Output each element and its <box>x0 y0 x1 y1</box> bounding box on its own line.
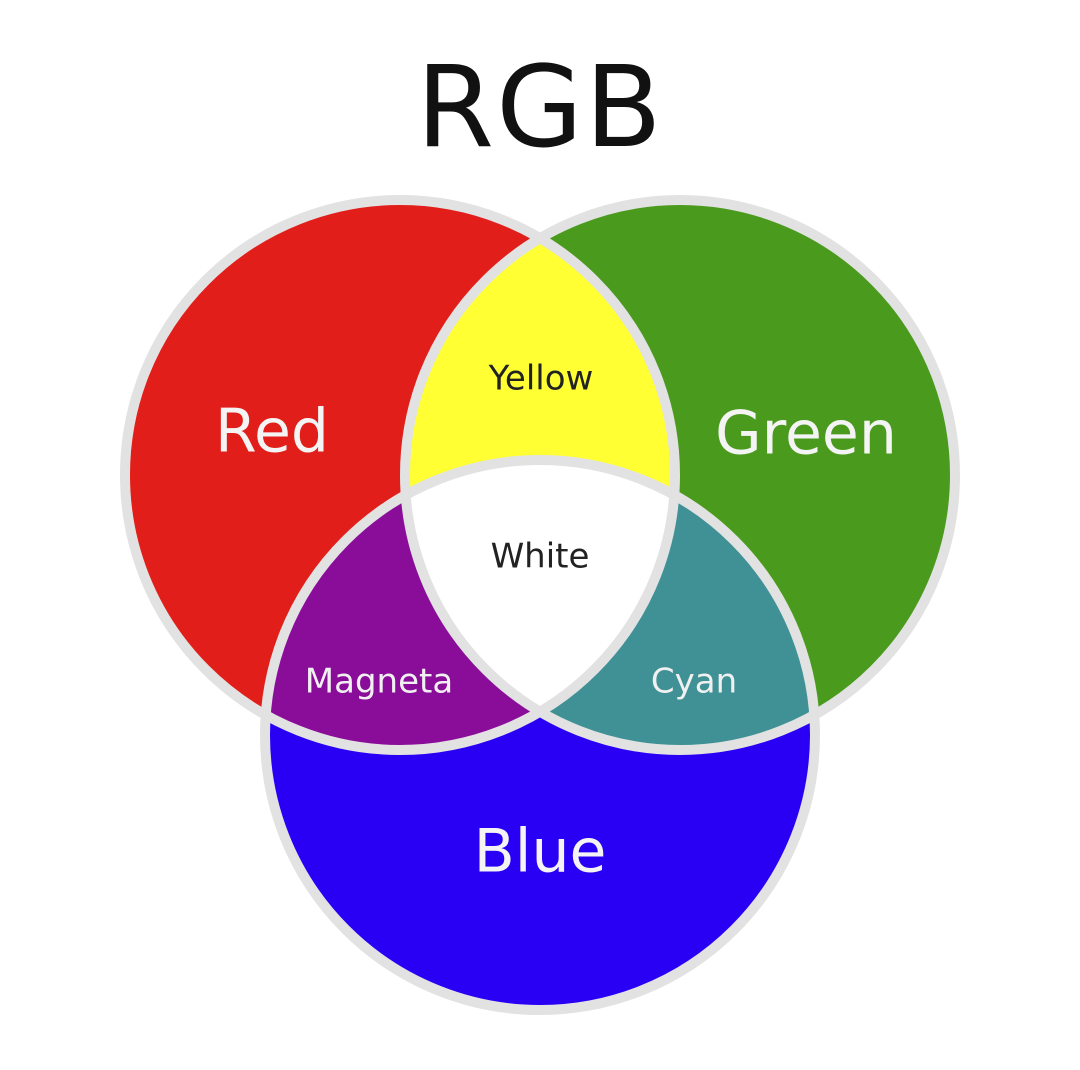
green-circle-outline <box>400 195 960 755</box>
label-white: White <box>491 537 590 577</box>
label-magenta: Magneta <box>305 662 453 702</box>
blue-circle-outline <box>260 455 820 1015</box>
label-yellow: Yellow <box>488 359 594 399</box>
red-circle-outline <box>120 195 680 755</box>
diagram-title: RGB <box>416 43 664 173</box>
label-red: Red <box>215 397 329 467</box>
label-green: Green <box>715 399 897 469</box>
label-blue: Blue <box>474 817 607 887</box>
label-cyan: Cyan <box>651 662 737 702</box>
